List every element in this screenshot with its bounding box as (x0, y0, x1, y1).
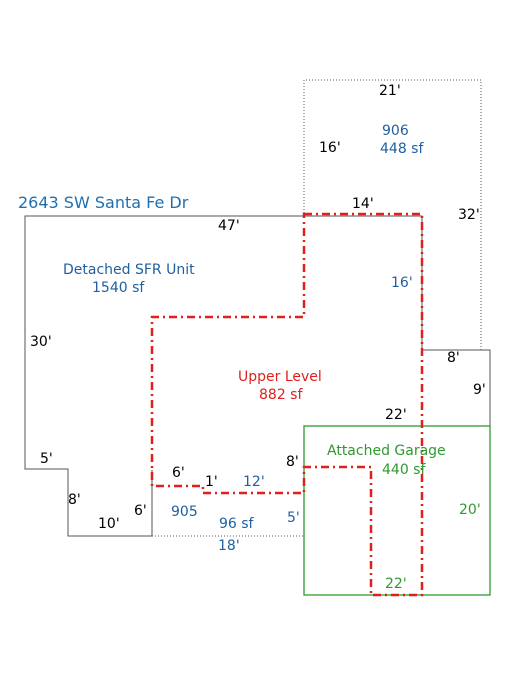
dim-6-bottom: 6' (134, 503, 147, 519)
dim-14: 14' (352, 196, 374, 212)
property-address: 2643 SW Santa Fe Dr (18, 193, 189, 212)
dim-12: 12' (243, 474, 265, 490)
dim-10: 10' (98, 516, 120, 532)
dim-21: 21' (379, 83, 401, 99)
detached-sfr-outline (24, 215, 491, 537)
garage-name: Attached Garage (327, 443, 446, 459)
dim-5-small: 5' (287, 510, 300, 526)
upper-level-sqft: 882 sf (259, 387, 303, 403)
dim-22-bottom: 22' (385, 576, 407, 592)
dim-20: 20' (459, 502, 481, 518)
dim-6-step: 6' (172, 465, 185, 481)
dim-18: 18' (218, 538, 240, 554)
sfr-unit-sqft: 1540 sf (92, 280, 145, 296)
dim-32: 32' (458, 207, 480, 223)
area-905-code: 905 (171, 504, 198, 520)
dim-1: 1' (205, 474, 218, 490)
dim-5-left: 5' (40, 451, 53, 467)
dim-30: 30' (30, 334, 52, 350)
dim-8-left: 8' (68, 492, 81, 508)
dim-8-step: 8' (447, 350, 460, 366)
upper-level-name: Upper Level (238, 369, 322, 385)
dim-8-garage: 8' (286, 454, 299, 470)
upper-level-outline (150, 212, 424, 597)
dim-9: 9' (473, 382, 486, 398)
upper-area-906-outline (303, 79, 482, 350)
area-906-sqft: 448 sf (380, 141, 424, 157)
area-905-sqft: 96 sf (219, 516, 255, 532)
dim-16-right: 16' (391, 275, 413, 291)
dim-16-upper: 16' (319, 140, 341, 156)
garage-sqft: 440 sf (382, 462, 426, 478)
dim-22-top: 22' (385, 407, 407, 423)
dim-47: 47' (218, 218, 240, 234)
area-906-code: 906 (382, 123, 409, 139)
sfr-unit-name: Detached SFR Unit (63, 262, 195, 278)
